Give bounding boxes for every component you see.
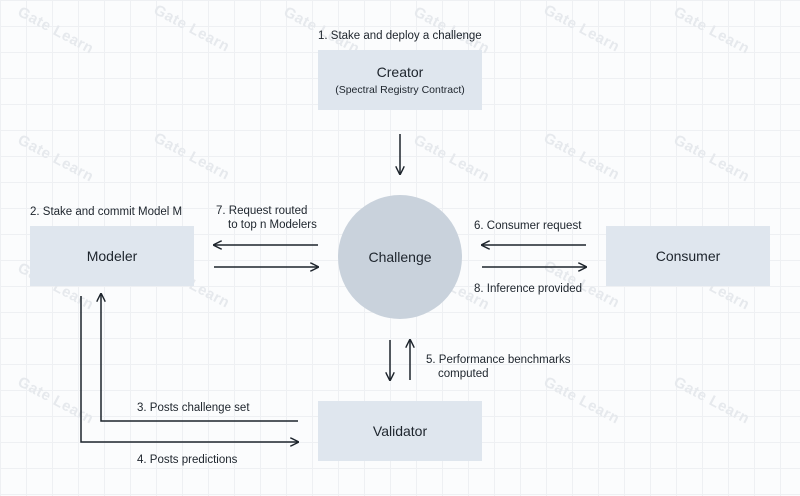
step-1-label: 1. Stake and deploy a challenge bbox=[318, 30, 482, 42]
creator-subtitle: (Spectral Registry Contract) bbox=[335, 84, 465, 96]
step-5-line1: 5. Performance benchmarks bbox=[426, 354, 571, 366]
validator-title: Validator bbox=[372, 423, 428, 439]
modeler-title: Modeler bbox=[86, 248, 138, 264]
step-2-label: 2. Stake and commit Model M bbox=[30, 206, 183, 218]
step-6-label: 6. Consumer request bbox=[474, 220, 582, 232]
step-7-line1: 7. Request routed bbox=[216, 205, 308, 217]
step-8-label: 8. Inference provided bbox=[474, 283, 583, 295]
consumer-box: Consumer bbox=[606, 226, 770, 286]
step-4-label: 4. Posts predictions bbox=[137, 454, 238, 466]
challenge-title: Challenge bbox=[368, 249, 432, 265]
step-5-line2: computed bbox=[438, 368, 489, 380]
validator-box: Validator bbox=[318, 401, 482, 461]
challenge-node: Challenge bbox=[338, 195, 462, 319]
consumer-title: Consumer bbox=[655, 248, 721, 264]
step-3-label: 3. Posts challenge set bbox=[137, 402, 250, 414]
step-7-line2: to top n Modelers bbox=[228, 219, 317, 231]
creator-title: Creator bbox=[376, 64, 424, 80]
modeler-box: Modeler bbox=[30, 226, 194, 286]
step-5-label: 5. Performance benchmarks computed bbox=[426, 353, 570, 381]
creator-box: Creator (Spectral Registry Contract) bbox=[318, 50, 482, 110]
posts-challenge-set-arrow bbox=[101, 294, 298, 422]
step-7-label: 7. Request routed to top n Modelers bbox=[216, 204, 317, 232]
posts-predictions-arrow bbox=[80, 296, 298, 442]
